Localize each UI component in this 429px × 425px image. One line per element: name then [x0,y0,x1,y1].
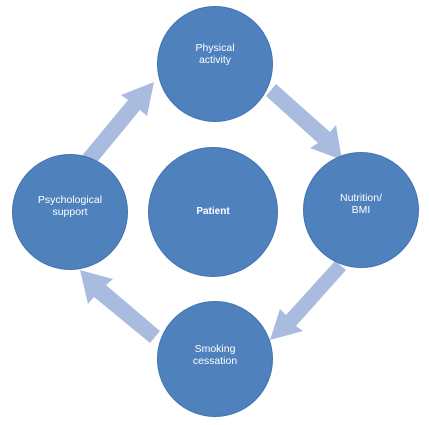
patient-label: Patient [196,206,230,217]
smoking-cessation-node: Smoking cessation [157,301,273,417]
physical-activity-node: Physical activity [157,6,273,122]
smoking-cessation-label: Smoking cessation [192,343,238,367]
physical-activity-label: Physical activity [195,42,235,66]
patient-node: Patient [148,147,278,277]
arrow-right-to-bottom [270,261,346,340]
psychological-support-node: Psychological support [12,154,128,270]
arrow-left-to-top [80,82,154,167]
arrow-bottom-to-left [80,270,160,343]
arrow-top-to-right [266,84,342,160]
nutrition-bmi-label: Nutrition/ BMI [339,192,382,216]
psychological-support-label: Psychological support [37,194,103,218]
nutrition-bmi-node: Nutrition/ BMI [303,152,419,268]
